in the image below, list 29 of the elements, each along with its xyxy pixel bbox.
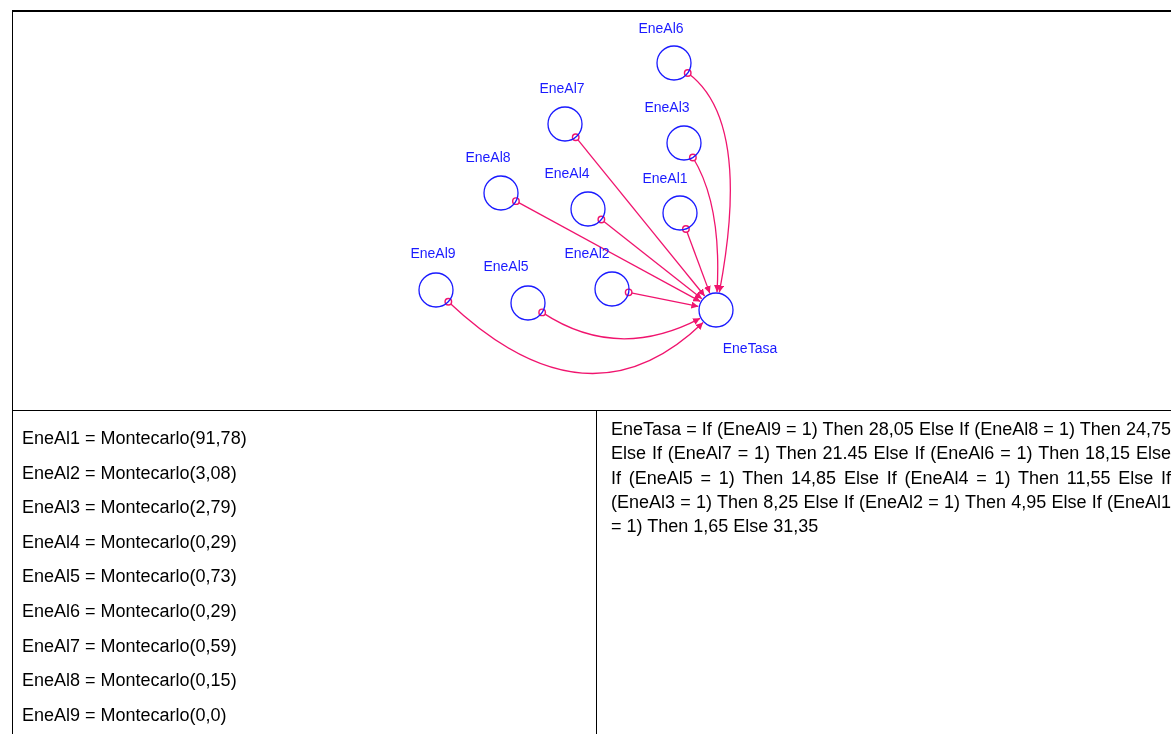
- formula-text: EneAl2 = Montecarlo(3,08): [22, 462, 237, 483]
- arrow: [688, 153, 721, 293]
- variable-node: EneAl7: [530, 79, 594, 142]
- variable-node: EneAl3: [635, 98, 701, 161]
- formula-text: EneAl5 = Montecarlo(0,73): [22, 566, 237, 587]
- formula-text: EneAl6 = Montecarlo(0,29): [22, 601, 237, 621]
- variable-node: EneTasa: [699, 293, 782, 357]
- variable-node: EneAl2: [555, 244, 629, 307]
- formula-text: EneAl8 = Montecarlo(0,15): [22, 670, 237, 691]
- arrow: [597, 215, 703, 300]
- arrow: [444, 297, 704, 374]
- arrow: [538, 308, 701, 340]
- variable-node: EneAl1: [633, 169, 697, 231]
- formula-text: EneAl7 = Montecarlo(0,59): [22, 635, 237, 656]
- variable-node: EneAl5: [474, 257, 545, 321]
- formula-text: EneAl9 = Montecarlo(0,0): [22, 704, 227, 725]
- arrow: [683, 69, 731, 293]
- arrow: [571, 133, 706, 297]
- formula-text: EneAl3 = Montecarlo(2,79): [22, 497, 237, 518]
- arrow: [511, 197, 701, 303]
- variable-node: EneAl9: [401, 244, 465, 308]
- arrow: [681, 225, 711, 294]
- variable-node: EneAl4: [535, 164, 605, 227]
- variable-node: EneAl6: [629, 19, 693, 81]
- formula-text: EneTasa = If (EneAl9 = 1) Then 28,05 Else If (EneAl8 = 1) Then 24,75 Else If (EneAl7 = 1) Then 21.45 Else If (EneAl6 = 1) Then 18,15 Else If (EneAl5 = 1) Then 14,85 Else If (EneAl4 = 1) Then 11,55 Else If (EneAl3 = 1) Then 8,25 Else If (EneAl2 = 1) Then 4,95 Else If (EneAl1 = 1) Then 1,65 Else 31,35: [611, 418, 1171, 539]
- variable-node: EneAl8: [456, 148, 520, 211]
- formula-text: EneAl1 = Montecarlo(91,78): [22, 428, 247, 448]
- formula-text: EneAl4 = Montecarlo(0,29): [22, 531, 237, 552]
- arrow: [624, 288, 699, 309]
